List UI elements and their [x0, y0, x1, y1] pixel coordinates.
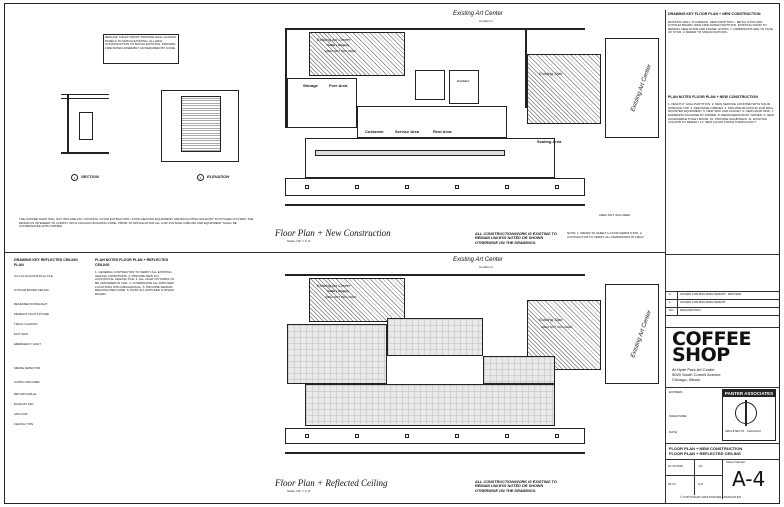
sheet-divider: [5, 252, 665, 253]
bottom-window-wall: [285, 428, 585, 444]
right-notes: DRAWING KEY FLOOR PLAN + NEW CONSTRUCTIO…: [665, 10, 776, 254]
top-corridor-label: Corridor A: [479, 19, 493, 23]
ceiling-grid-a: [287, 324, 387, 384]
copyright: © COPYRIGHT 2015 PANTER ASSOCIATES: [680, 495, 741, 499]
section-marker: 1: [71, 174, 78, 181]
project-title: COFFEE SHOP: [672, 328, 752, 366]
elevation-detail: [181, 96, 221, 152]
elevation-title: ELEVATION: [207, 174, 230, 179]
top-existing-stair: [527, 54, 601, 124]
bottom-plan-scale: Scale: 1/4" = 1'-0": [287, 489, 311, 493]
top-floor-plan: Existing Art Center Corridor A Existing …: [265, 10, 661, 250]
sheet-number: A-4: [732, 467, 766, 491]
bottom-plan-note: ALL CONSTRUCTION/WORK IS EXISTING TO REM…: [475, 480, 557, 493]
section-title: SECTION: [81, 174, 99, 179]
bottom-right-block: [605, 284, 659, 384]
sheet-titles: FLOOR PLAN + NEW CONSTRUCTION FLOOR PLAN…: [669, 446, 743, 456]
firm-logo: PANTER ASSOCIATES ARCHITECTS · CHICAGO: [722, 389, 776, 441]
reflected-ceiling-legend: DRAWING KEY REFLECTED CEILING PLAN 2x4 L…: [11, 256, 91, 496]
legend-title: DRAWING KEY REFLECTED CEILING PLAN: [14, 258, 78, 267]
top-corridor-room: [449, 70, 479, 104]
bottom-floor-plan: Existing Art Center Corridor A Existing …: [265, 256, 661, 500]
ceiling-grid-c: [305, 384, 555, 426]
top-building-label: Existing Art Center: [453, 11, 503, 17]
top-right-block: [605, 38, 659, 138]
top-window-wall: [285, 178, 585, 196]
top-service-area: [357, 106, 507, 138]
top-gallery-staging: [309, 32, 405, 76]
top-plan-title: Floor Plan + New Construction: [275, 228, 391, 238]
top-plan-note: ALL CONSTRUCTION/WORK IS EXISTING TO REM…: [475, 232, 557, 245]
sheet-number-label: Sheet Number:: [726, 460, 747, 464]
general-notes: THE COFFEE SHOP WILL NOT INCLUDE ANY COO…: [19, 218, 254, 229]
info-grid: 10.15.2015 J.P. 04.13 S.P.: [666, 459, 723, 499]
drawing-sheet: REDUCE TOILET ROOM: PROVIDE WALL ACCESS …: [4, 3, 780, 504]
ceiling-notes: PLAN NOTES FLOOR PLAN + REFLECTED CEILIN…: [95, 258, 175, 296]
elevation-marker: 2: [197, 174, 204, 181]
note-box: REDUCE TOILET ROOM: PROVIDE WALL ACCESS …: [103, 34, 179, 64]
top-left-details: REDUCE TOILET ROOM: PROVIDE WALL ACCESS …: [11, 10, 263, 242]
section-detail: [61, 84, 109, 154]
top-not-included: AREA NOT INCLUDED: [599, 213, 631, 217]
top-counter: [305, 138, 555, 178]
revision-table: 2 ISSUED FOR BUILDING PERMIT - REVISED 1…: [666, 291, 780, 321]
title-block: 2 ISSUED FOR BUILDING PERMIT - REVISED 1…: [665, 254, 780, 504]
project-address: At Hyde Park Art Center 5020 South Corne…: [672, 367, 721, 382]
bottom-corridor-label: Corridor A: [479, 265, 493, 269]
top-storage: [287, 78, 357, 128]
ceiling-grid-d: [483, 356, 555, 384]
bottom-plan-title: Floor Plan + Reflected Ceiling: [275, 478, 388, 488]
top-plan-scale: Scale: 1/4" = 1'-0": [287, 239, 311, 243]
drawing-key-title: DRAWING KEY FLOOR PLAN + NEW CONSTRUCTIO…: [668, 12, 761, 16]
bottom-gallery-staging: [309, 278, 405, 322]
bottom-building-label: Existing Art Center: [453, 257, 503, 263]
top-toilet: [415, 70, 445, 100]
plan-notes-title: PLAN NOTES FLOOR PLAN + NEW CONSTRUCTION: [668, 94, 758, 99]
ceiling-grid-b: [387, 318, 483, 356]
